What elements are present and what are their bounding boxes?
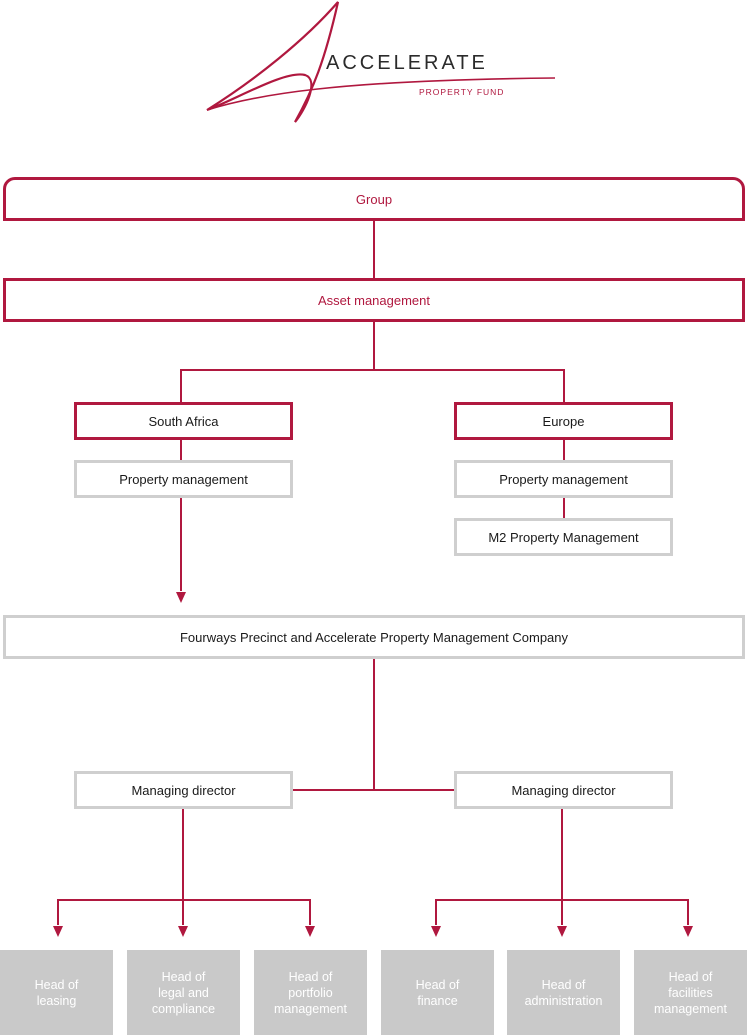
- leaf-head-of-finance: Head of finance: [381, 950, 494, 1035]
- node-group: Group: [3, 177, 745, 221]
- node-m2-property-management: M2 Property Management: [454, 518, 673, 556]
- connector: [563, 440, 565, 460]
- node-md-left: Managing director: [74, 771, 293, 809]
- connector: [180, 369, 182, 402]
- connector: [563, 369, 565, 402]
- arrow-down-icon: [683, 926, 693, 937]
- connector: [373, 322, 375, 370]
- node-sa-property-management: Property management: [74, 460, 293, 498]
- connector: [373, 659, 375, 791]
- connector: [309, 899, 311, 925]
- connector: [435, 899, 437, 925]
- node-md-left-label: Managing director: [131, 782, 236, 798]
- arrow-down-icon: [176, 592, 186, 603]
- connector: [57, 899, 311, 901]
- arrow-down-icon: [557, 926, 567, 937]
- logo-swoosh-icon: [206, 1, 556, 123]
- node-group-label: Group: [355, 191, 393, 207]
- node-europe-label: Europe: [542, 413, 585, 429]
- connector: [563, 498, 565, 518]
- node-sa-property-management-label: Property management: [119, 471, 248, 487]
- node-fourways-label: Fourways Precinct and Accelerate Propert…: [179, 629, 569, 645]
- arrow-down-icon: [431, 926, 441, 937]
- node-asset-management: Asset management: [3, 278, 745, 322]
- logo-wordmark: ACCELERATE: [326, 52, 488, 74]
- arrow-down-icon: [53, 926, 63, 937]
- connector: [180, 440, 182, 460]
- connector: [561, 809, 563, 925]
- connector: [180, 369, 565, 371]
- connector: [182, 809, 184, 925]
- node-south-africa: South Africa: [74, 402, 293, 440]
- logo-underline: [206, 77, 556, 111]
- node-md-right: Managing director: [454, 771, 673, 809]
- connector: [293, 789, 454, 791]
- connector: [435, 899, 689, 901]
- logo-tagline: PROPERTY FUND: [419, 87, 505, 97]
- leaf-head-of-leasing: Head of leasing: [0, 950, 113, 1035]
- node-md-right-label: Managing director: [511, 782, 616, 798]
- arrow-down-icon: [178, 926, 188, 937]
- node-europe: Europe: [454, 402, 673, 440]
- arrow-down-icon: [305, 926, 315, 937]
- node-eu-property-management-label: Property management: [499, 471, 628, 487]
- node-asset-management-label: Asset management: [317, 292, 430, 308]
- leaf-head-of-legal-and-compliance: Head of legal and compliance: [127, 950, 240, 1035]
- node-south-africa-label: South Africa: [148, 413, 219, 429]
- connector: [180, 498, 182, 591]
- leaf-head-of-portfolio-management: Head of portfolio management: [254, 950, 367, 1035]
- connector: [687, 899, 689, 925]
- node-fourways: Fourways Precinct and Accelerate Propert…: [3, 615, 745, 659]
- node-m2-property-management-label: M2 Property Management: [488, 529, 639, 545]
- connector: [57, 899, 59, 925]
- leaf-head-of-administration: Head of administration: [507, 950, 620, 1035]
- leaf-head-of-facilities-management: Head of facilities management: [634, 950, 747, 1035]
- node-eu-property-management: Property management: [454, 460, 673, 498]
- connector: [373, 221, 375, 278]
